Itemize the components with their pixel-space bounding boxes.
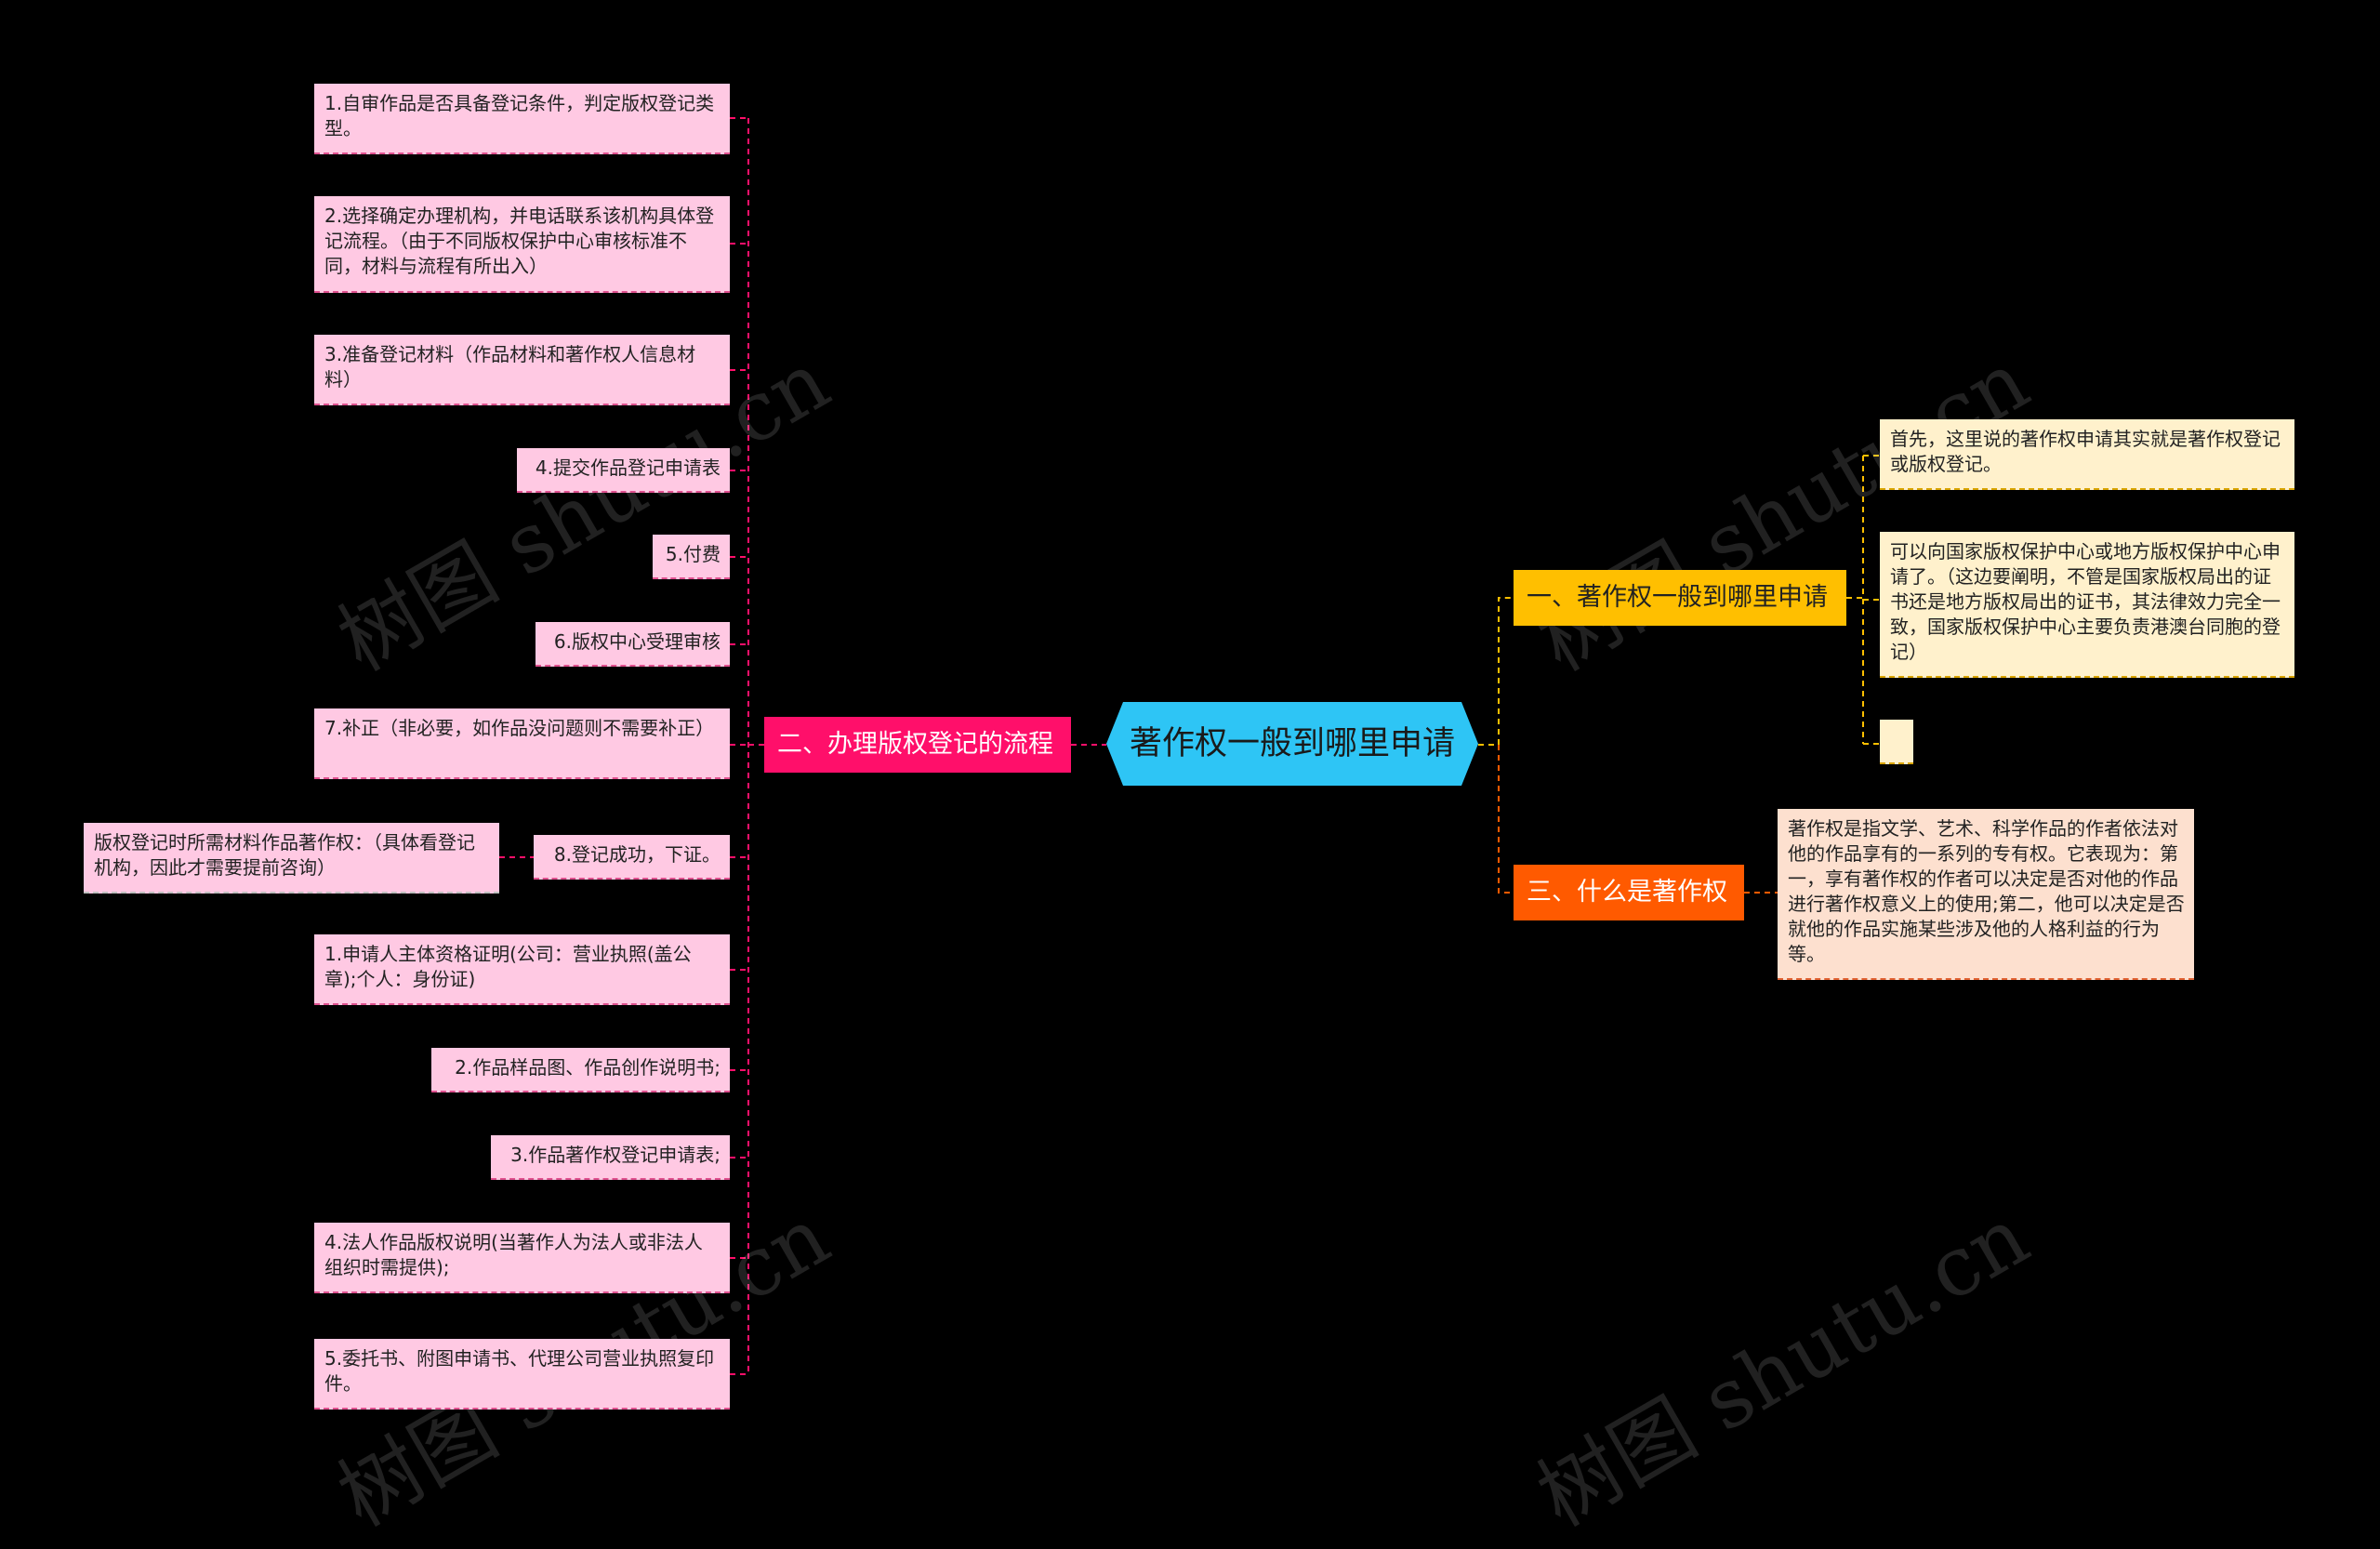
branch-where-to-apply[interactable]: 一、著作权一般到哪里申请 xyxy=(1514,570,1846,626)
process-step-5[interactable]: 5.付费 xyxy=(653,535,730,579)
material-3[interactable]: 3.作品著作权登记申请表; xyxy=(491,1135,730,1180)
root-node-shape xyxy=(1106,702,1478,786)
process-step-3[interactable]: 3.准备登记材料（作品材料和著作权人信息材料） xyxy=(314,335,730,405)
process-step-8[interactable]: 8.登记成功，下证。 xyxy=(534,835,730,880)
connector-lines xyxy=(499,117,1880,1375)
material-1[interactable]: 1.申请人主体资格证明(公司：营业执照(盖公章);个人：身份证) xyxy=(314,934,730,1005)
process-step-1[interactable]: 1.自审作品是否具备登记条件，判定版权登记类型。 xyxy=(314,84,730,154)
material-4[interactable]: 4.法人作品版权说明(当著作人为法人或非法人组织时需提供); xyxy=(314,1223,730,1293)
copyright-definition[interactable]: 著作权是指文学、艺术、科学作品的作者依法对他的作品享有的一系列的专有权。它表现为… xyxy=(1778,809,2194,980)
root-node[interactable]: 著作权一般到哪里申请 xyxy=(1129,725,1455,762)
process-step-6[interactable]: 6.版权中心受理审核 xyxy=(536,622,730,667)
branch-what-is-copyright[interactable]: 三、什么是著作权 xyxy=(1514,865,1744,920)
branch-process[interactable]: 二、办理版权登记的流程 xyxy=(764,717,1071,773)
material-2[interactable]: 2.作品样品图、作品创作说明书; xyxy=(431,1048,730,1092)
materials-note[interactable]: 版权登记时所需材料作品著作权：（具体看登记机构，因此才需要提前咨询） xyxy=(84,823,499,894)
process-step-2[interactable]: 2.选择确定办理机构，并电话联系该机构具体登记流程。（由于不同版权保护中心审核标… xyxy=(314,196,730,293)
material-5[interactable]: 5.委托书、附图申请书、代理公司营业执照复印件。 xyxy=(314,1339,730,1410)
process-step-4[interactable]: 4.提交作品登记申请表 xyxy=(517,448,730,493)
process-step-7[interactable]: 7.补正（非必要，如作品没问题则不需要补正） xyxy=(314,708,730,779)
where-item-2[interactable]: 可以向国家版权保护中心或地方版权保护中心申请了。（这边要阐明，不管是国家版权局出… xyxy=(1880,532,2294,678)
where-item-empty[interactable] xyxy=(1880,720,1913,764)
where-item-1[interactable]: 首先，这里说的著作权申请其实就是著作权登记或版权登记。 xyxy=(1880,419,2294,490)
